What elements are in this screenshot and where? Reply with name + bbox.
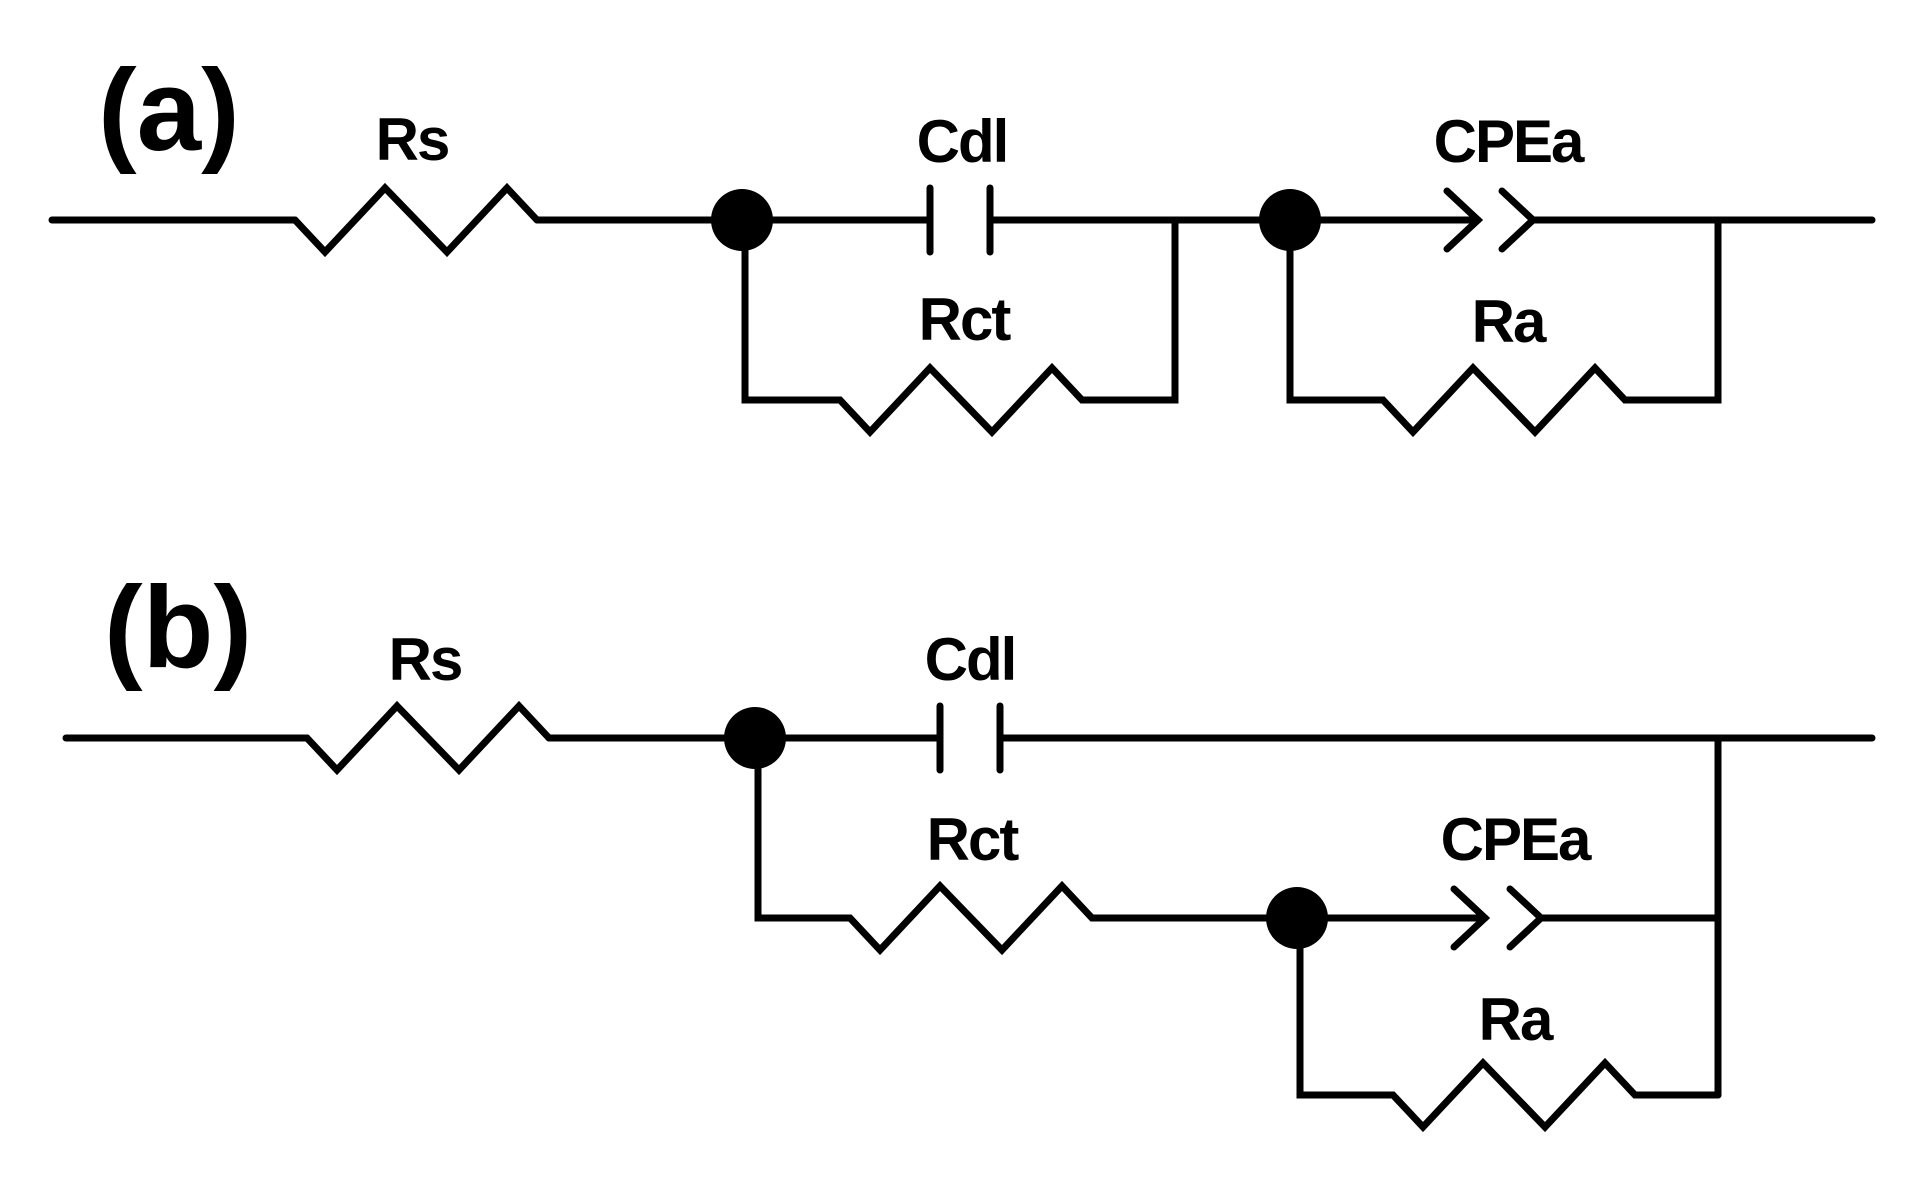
circuit-a-label-rct: Rct bbox=[919, 286, 1012, 353]
circuit-b-cpea-chevron-right bbox=[1506, 885, 1547, 951]
circuit-b-label-rct: Rct bbox=[927, 806, 1020, 873]
circuit-b-resistor-rs bbox=[303, 700, 553, 776]
circuit-a-resistor-rs bbox=[291, 182, 541, 258]
circuit-a-label-rs: Rs bbox=[376, 106, 449, 173]
panel-label-a: (a) bbox=[98, 45, 240, 175]
circuit-b-cpea-chevron-left bbox=[1450, 885, 1491, 951]
circuit-b: (b) Rs Cdl Rct CPEa Ra bbox=[62, 562, 1876, 1133]
circuit-a-cpea-chevron-left bbox=[1443, 187, 1484, 253]
circuit-a-label-cpea: CPEa bbox=[1434, 108, 1585, 175]
circuit-b-label-ra: Ra bbox=[1479, 986, 1554, 1053]
panel-label-b: (b) bbox=[104, 562, 252, 692]
circuit-a-label-ra: Ra bbox=[1472, 288, 1547, 355]
circuit-b-rct-branch bbox=[754, 734, 1301, 956]
circuit-a-label-cdl: Cdl bbox=[917, 108, 1008, 175]
circuit-a-ra-branch bbox=[1286, 216, 1722, 438]
circuit-a-rct-branch bbox=[741, 216, 1179, 438]
circuit-b-label-cdl: Cdl bbox=[925, 626, 1016, 693]
circuit-b-label-cpea: CPEa bbox=[1441, 806, 1592, 873]
circuit-b-ra-branch bbox=[1296, 914, 1722, 1133]
circuit-a-cpea-chevron-right bbox=[1498, 187, 1539, 253]
circuit-a: (a) Rs Cdl Rct CPEa Ra bbox=[48, 45, 1876, 438]
circuit-b-label-rs: Rs bbox=[389, 626, 462, 693]
